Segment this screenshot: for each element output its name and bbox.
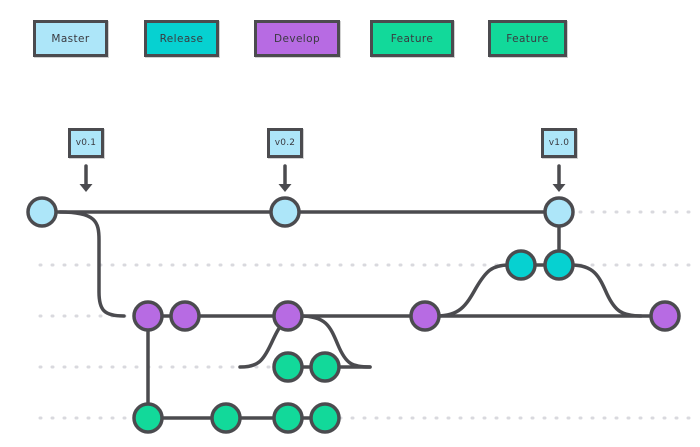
- version-tag-label: v0.2: [274, 138, 296, 148]
- version-tag-v0.2[interactable]: v0.2: [267, 128, 303, 158]
- legend-item-label: Feature: [506, 32, 549, 45]
- edge-master-to-develop-branch: [58, 210, 126, 318]
- legend-item-label: Release: [159, 32, 204, 45]
- commit-node-develop-d2[interactable]: [169, 300, 201, 332]
- legend-item-label: Develop: [273, 32, 321, 45]
- commit-node-master-m2[interactable]: [269, 196, 301, 228]
- commit-node-master-m3[interactable]: [543, 196, 575, 228]
- version-tag-v0.1[interactable]: v0.1: [68, 128, 104, 158]
- commit-node-release-r1[interactable]: [505, 249, 537, 281]
- commit-node-develop-d3[interactable]: [272, 300, 304, 332]
- commit-node-master-m1[interactable]: [26, 196, 58, 228]
- edge-develop-to-release: [435, 263, 511, 318]
- legend-item-label: Master: [51, 32, 90, 45]
- commit-node-feature-lower-g1[interactable]: [132, 402, 164, 434]
- commit-nodes: [26, 196, 681, 434]
- commit-node-release-r2[interactable]: [543, 249, 575, 281]
- edge-release-to-develop-merge: [569, 263, 643, 318]
- commit-node-develop-d5[interactable]: [649, 300, 681, 332]
- branch-legend: Master Release Develop Feature Feature: [0, 0, 700, 80]
- legend-item-master-0[interactable]: Master: [33, 20, 108, 57]
- commit-node-develop-d4[interactable]: [409, 300, 441, 332]
- tag-arrows: [79, 164, 566, 192]
- legend-item-feature-4[interactable]: Feature: [488, 20, 567, 57]
- tag-arrow-head-v1.0: [552, 184, 566, 192]
- legend-item-develop-2[interactable]: Develop: [254, 20, 340, 57]
- version-tag-v1.0[interactable]: v1.0: [541, 128, 577, 158]
- tag-arrow-head-v0.2: [278, 184, 292, 192]
- version-tag-label: v0.1: [75, 138, 97, 148]
- commit-node-develop-d1[interactable]: [132, 300, 164, 332]
- commit-node-feature-upper-f2[interactable]: [309, 351, 341, 383]
- commit-node-feature-upper-f1[interactable]: [272, 351, 304, 383]
- version-tag-label: v1.0: [548, 138, 570, 148]
- commit-node-feature-lower-g3[interactable]: [272, 402, 304, 434]
- tag-arrow-head-v0.1: [79, 184, 93, 192]
- legend-item-label: Feature: [390, 32, 434, 45]
- legend-item-feature-3[interactable]: Feature: [370, 20, 454, 57]
- commit-node-feature-lower-g2[interactable]: [210, 402, 242, 434]
- commit-node-feature-lower-g4[interactable]: [309, 402, 341, 434]
- legend-item-release-1[interactable]: Release: [144, 20, 219, 57]
